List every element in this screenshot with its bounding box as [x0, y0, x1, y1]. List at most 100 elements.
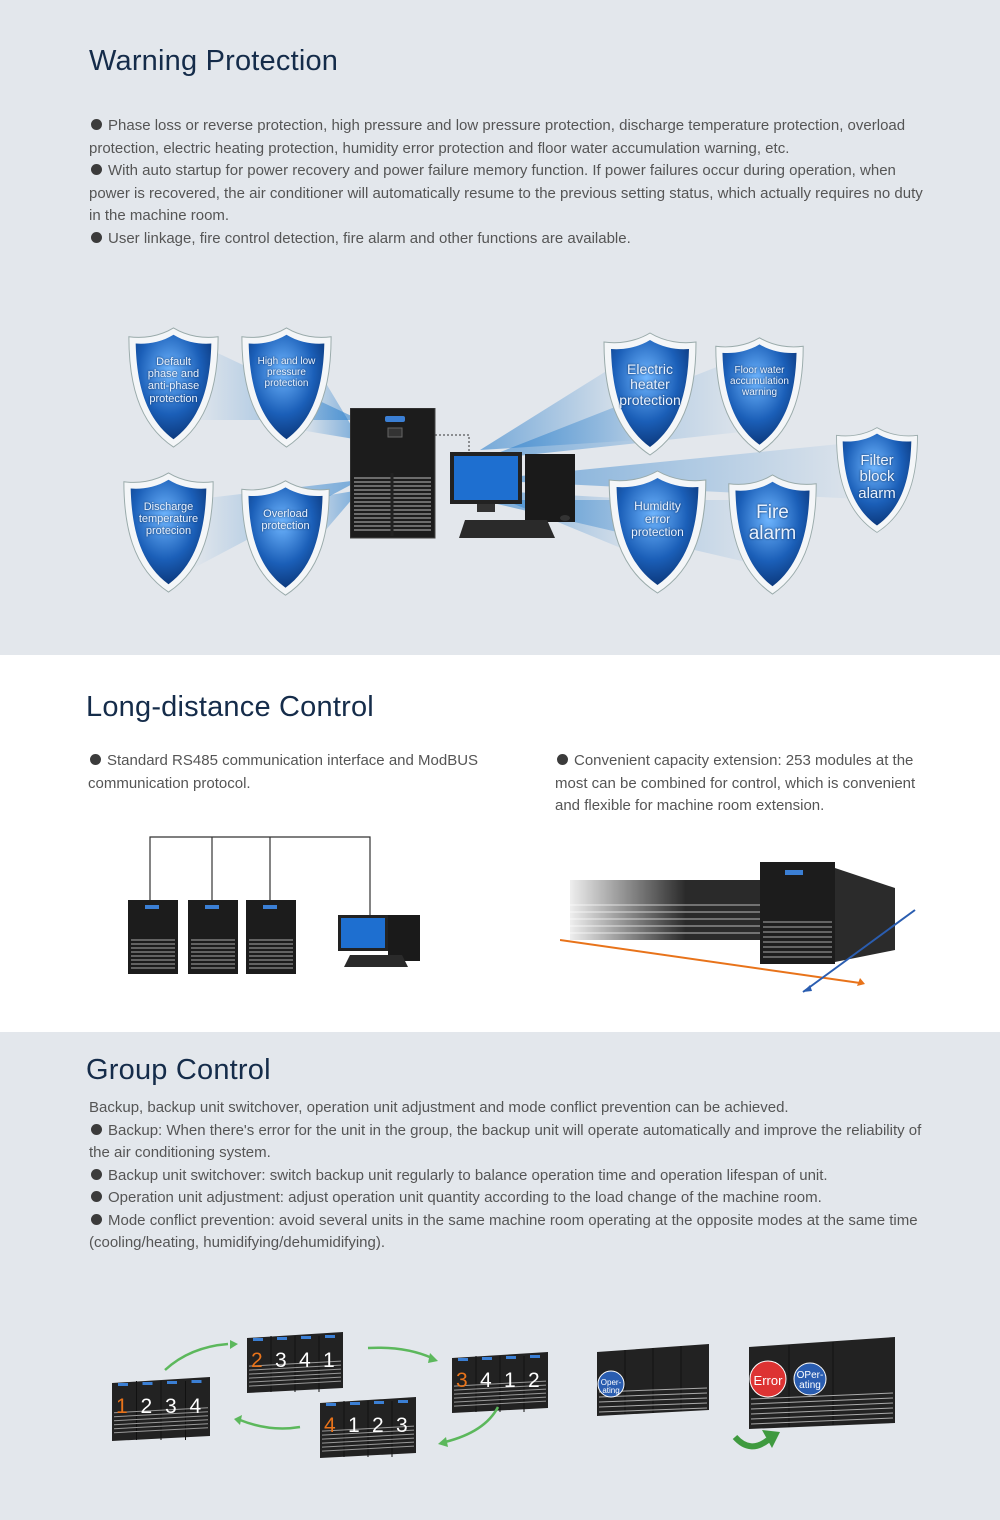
operating-badge-line2: ating	[602, 1386, 620, 1395]
connection-line	[435, 434, 470, 458]
unit-number-label: 2	[251, 1349, 263, 1373]
rs485-network-diagram	[128, 836, 420, 974]
long-distance-left-text: Standard RS485 communication interface a…	[88, 752, 479, 792]
bullet-dot-icon	[91, 1191, 102, 1202]
shield-label-line: accumulation	[730, 376, 789, 387]
bullet-dot-icon	[91, 1213, 102, 1225]
shield-icon	[241, 327, 332, 448]
group-bullet: Operation unit adjustment: adjust operat…	[89, 1187, 934, 1210]
shield-label-line: protection	[264, 378, 309, 390]
shield-label-line: alarm	[748, 523, 797, 545]
shield-label-line: protection	[149, 392, 198, 405]
shield-icon	[241, 480, 330, 596]
section-title-long-distance: Long-distance Control	[86, 691, 374, 723]
shield-icon	[836, 427, 918, 533]
shield-icon	[603, 332, 697, 456]
unit-number-label: 2	[140, 1395, 153, 1419]
shield-label-line: anti-phase	[147, 380, 200, 393]
capacity-extension-diagram	[560, 862, 916, 993]
unit-number-label: 4	[324, 1414, 336, 1438]
bullet-dot-icon	[91, 1123, 102, 1135]
computer-icon	[450, 452, 575, 538]
shield-label-line: Humidity	[634, 499, 681, 513]
shield-label-line: heater	[630, 376, 670, 393]
backup-group-error: Error OPer- ating	[745, 1337, 900, 1432]
shield-icon	[128, 327, 219, 448]
shield-label-line: Floor water	[734, 365, 785, 376]
warning-bullet: User linkage, fire control detection, fi…	[89, 228, 934, 251]
shield-label-line: alarm	[858, 484, 896, 502]
unit-number-label: 4	[189, 1395, 202, 1419]
operating-badge-line1: Oper-	[600, 1378, 622, 1387]
section-title-warning: Warning Protection	[89, 45, 339, 77]
rotation-arrows	[164, 1340, 500, 1447]
unit-number-label: 2	[528, 1369, 540, 1393]
shield-label-line: error	[644, 512, 671, 527]
group-text: Backup, backup unit switchover, operatio…	[89, 1097, 934, 1255]
group-bullet: Backup unit switchover: switch backup un…	[89, 1165, 934, 1188]
unit-number-label: 3	[275, 1349, 287, 1373]
computer-icon	[338, 915, 420, 967]
warning-bullet: Phase loss or reverse protection, high p…	[89, 117, 906, 157]
bullet-dot-icon	[91, 1168, 102, 1180]
unit-number-label: 4	[480, 1369, 492, 1393]
unit-number-label: 2	[372, 1414, 384, 1438]
backup-group-normal: Oper- ating	[595, 1344, 713, 1419]
unit-number-label: 3	[396, 1414, 408, 1438]
ac-unit-2	[188, 900, 238, 974]
unit-number-label: 1	[116, 1395, 128, 1419]
shield-label-line: phase and	[147, 368, 200, 381]
unit-number-label: 3	[456, 1369, 468, 1393]
shield-label-line: Default	[156, 356, 191, 369]
unit-number-label: 3	[165, 1395, 177, 1419]
shield-label-line: protection	[631, 525, 684, 540]
ac-unit-3	[246, 900, 296, 974]
error-badge: Error	[753, 1373, 783, 1388]
operating-badge-line1: OPer-	[796, 1370, 824, 1381]
unit-number-label: 1	[348, 1414, 360, 1438]
bullet-dot-icon	[91, 164, 102, 175]
bullet-dot-icon	[91, 231, 102, 243]
shield-label-line: Overload	[263, 508, 308, 520]
operating-badge-line2: ating	[799, 1380, 821, 1391]
shield-label-line: protection	[619, 391, 681, 408]
group-bullet: Mode conflict prevention: avoid several …	[89, 1211, 918, 1252]
shield-label-line: Electric	[627, 361, 673, 377]
unit-number-label: 1	[323, 1349, 335, 1373]
shield-label-line: protection	[261, 520, 310, 533]
shield-icon	[728, 474, 817, 595]
shield-label-line: pressure	[267, 367, 306, 379]
group-intro: Backup, backup unit switchover, operatio…	[89, 1099, 789, 1116]
shield-label-line: block	[859, 468, 895, 485]
switchover-arrow-icon	[732, 1430, 780, 1450]
shield-label-line: Discharge	[143, 501, 194, 514]
shield-label-line: Fire	[756, 502, 789, 524]
warning-bullets: Phase loss or reverse protection, high p…	[89, 115, 934, 250]
shield-label-line: High and low	[257, 356, 316, 368]
long-distance-right-text: Convenient capacity extension: 253 modul…	[555, 752, 916, 814]
bullet-dot-icon	[91, 119, 102, 130]
shield-icon	[715, 337, 804, 453]
shield-label-line: temperature	[138, 513, 199, 526]
bullet-dot-icon	[557, 754, 568, 765]
shield-label-line: Filter	[860, 451, 894, 469]
warning-protection-section: Warning Protection Phase loss or reverse…	[0, 0, 1000, 655]
long-distance-control-section: Long-distance Control Standard RS485 com…	[0, 655, 1000, 1032]
precision-ac-unit-icon	[350, 408, 436, 539]
group-bullet: Backup: When there's error for the unit …	[89, 1121, 922, 1162]
warning-bullet: With auto startup for power recovery and…	[89, 162, 923, 224]
shield-label-line: warning	[741, 387, 778, 398]
unit-number-label: 1	[504, 1369, 516, 1393]
